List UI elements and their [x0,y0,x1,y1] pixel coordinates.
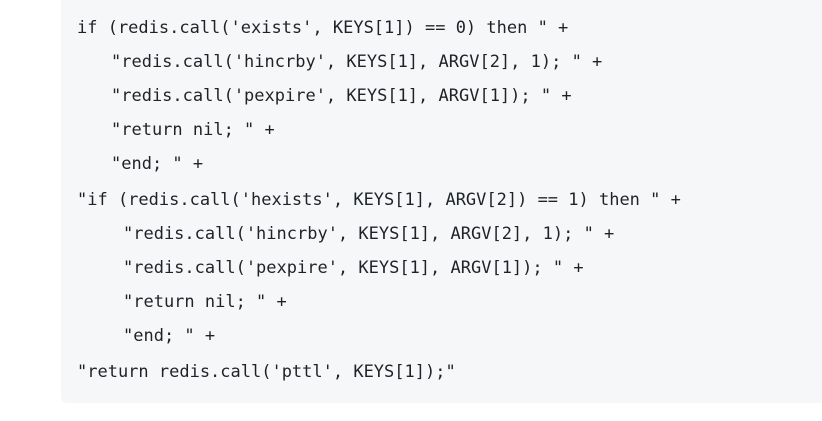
code-line: if (redis.call('exists', KEYS[1]) == 0) … [77,18,569,38]
code-line: "redis.call('hincrby', KEYS[1], ARGV[2],… [123,224,615,244]
code-line: "end; " + [123,326,216,346]
code-block: if (redis.call('exists', KEYS[1]) == 0) … [61,0,822,403]
code-line: "return nil; " + [123,292,287,312]
code-line: "end; " + [111,154,204,174]
code-line: "return nil; " + [111,120,275,140]
code-line: "redis.call('pexpire', KEYS[1], ARGV[1])… [123,258,584,278]
code-line: "if (redis.call('hexists', KEYS[1], ARGV… [77,190,681,210]
code-line: "return redis.call('pttl', KEYS[1]);" [77,362,456,382]
code-line: "redis.call('hincrby', KEYS[1], ARGV[2],… [111,52,603,72]
code-line: "redis.call('pexpire', KEYS[1], ARGV[1])… [111,86,572,106]
